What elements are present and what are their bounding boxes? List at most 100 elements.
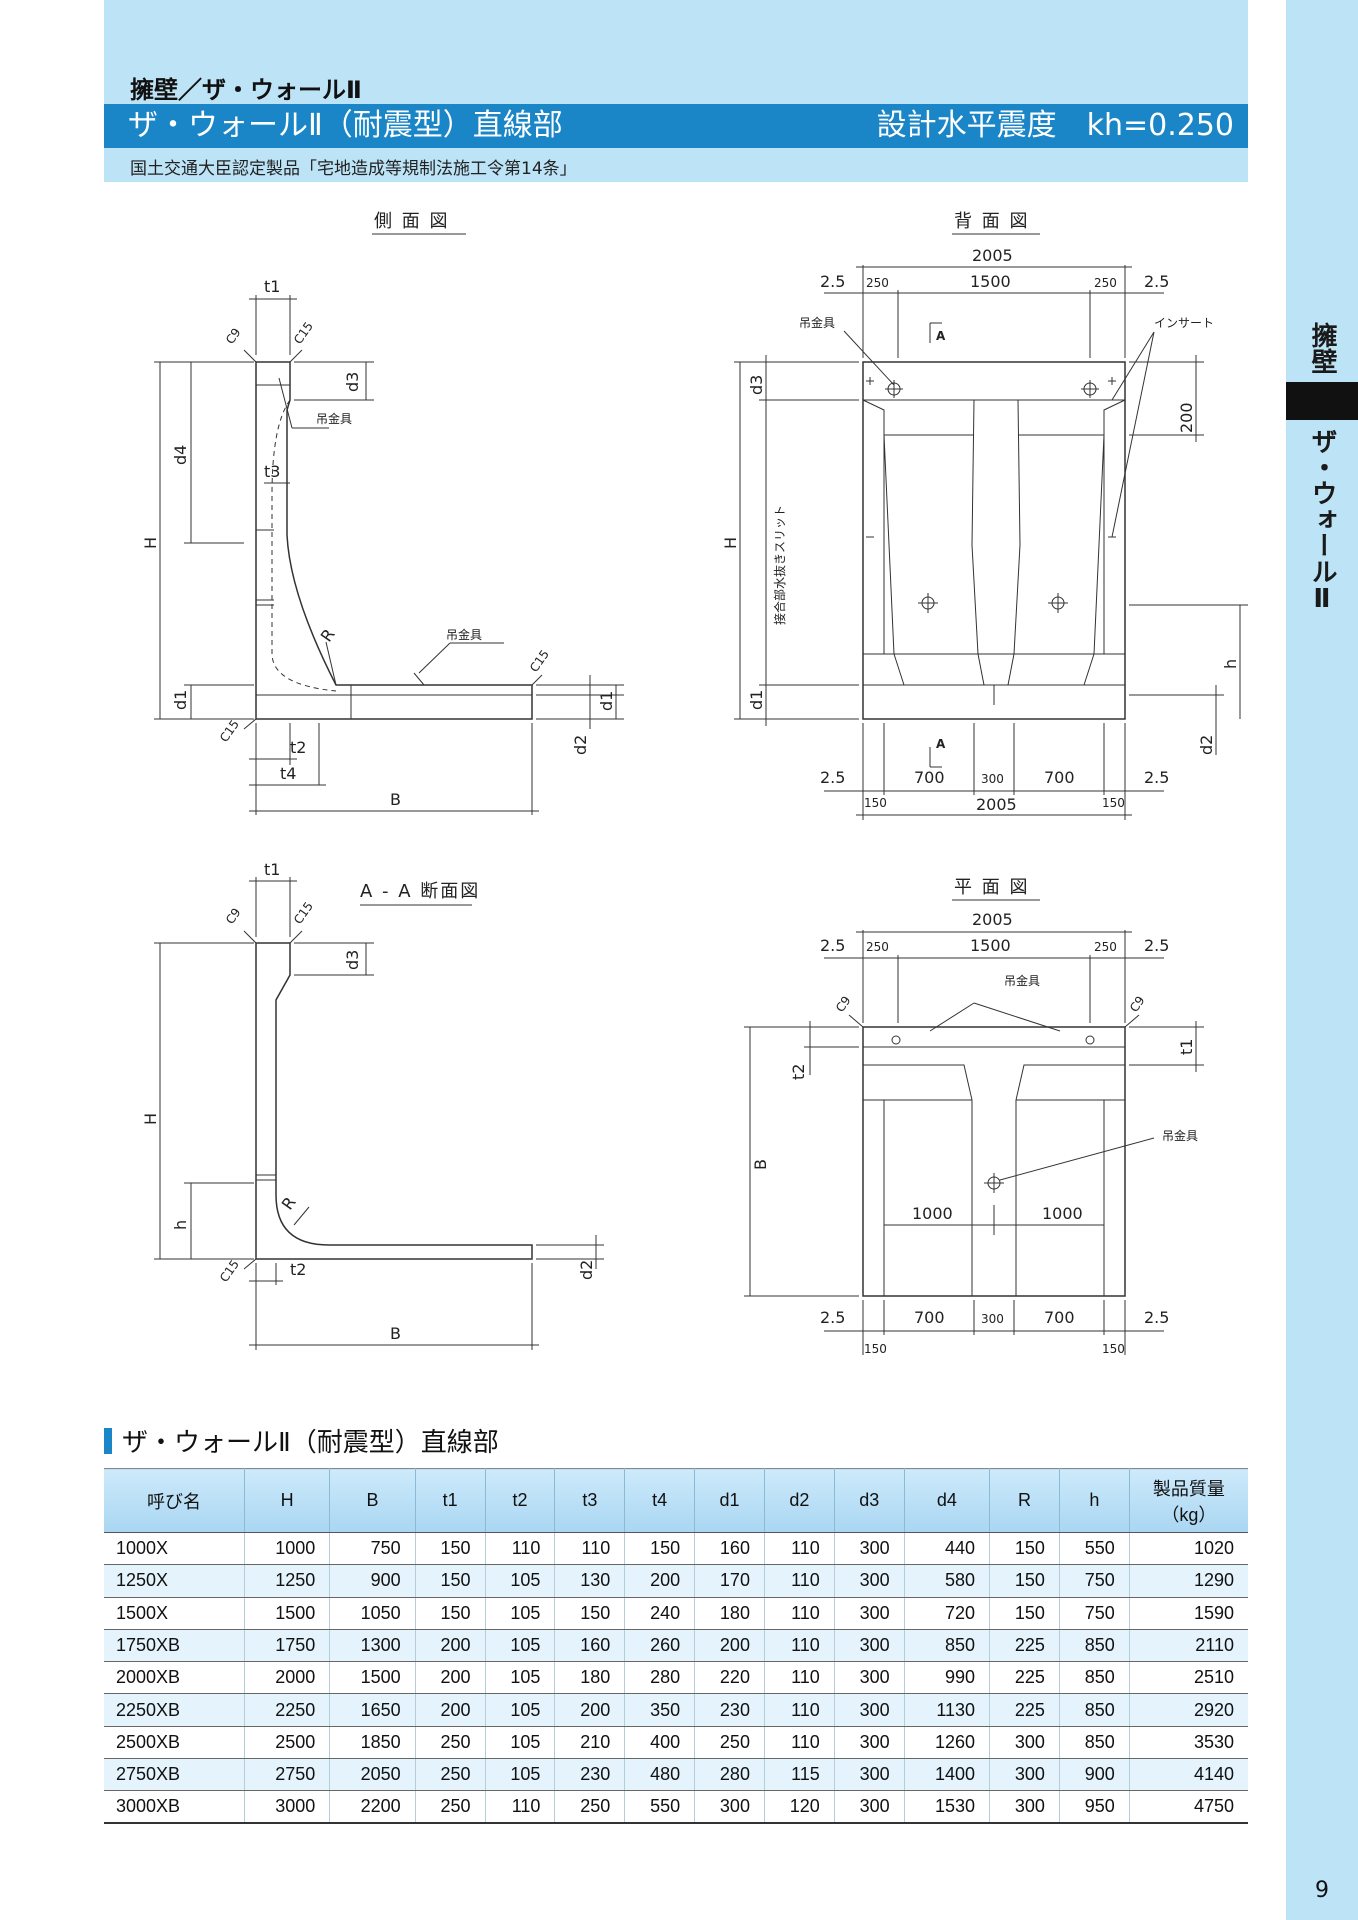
plan-view-b150-left: 150 [864, 1342, 887, 1356]
table-cell: 1500 [329, 1661, 416, 1695]
side-view-d1: d1 [171, 690, 190, 710]
table-cell: 300 [694, 1790, 765, 1825]
back-view-b150-left: 150 [864, 796, 887, 810]
table-cell: 2050 [329, 1758, 416, 1792]
side-tab-product: ザ・ウォールⅡ [1307, 428, 1337, 614]
col-header-mass: 製品質量（kg） [1129, 1468, 1248, 1533]
page-header: 擁壁／ザ・ウォールⅡ ザ・ウォールⅡ（耐震型）直線部 設計水平震度 kh=0.2… [104, 0, 1248, 182]
table-cell: 120 [764, 1790, 835, 1825]
plan-view-w1500: 1500 [970, 936, 1011, 955]
table-cell: 950 [1059, 1790, 1130, 1825]
section-view-h: h [171, 1220, 190, 1230]
table-cell: 3000 [244, 1790, 331, 1825]
table-cell: 3530 [1129, 1726, 1248, 1760]
plan-view-hook: 吊金具 [1004, 973, 1040, 988]
plan-view-t2: t2 [789, 1064, 808, 1080]
table-cell: 150 [415, 1532, 486, 1566]
table-cell: 110 [764, 1597, 835, 1630]
table-cell: 480 [624, 1758, 696, 1792]
side-view-c15c: C15 [217, 717, 242, 744]
side-view-c15b: C15 [527, 647, 552, 674]
table-cell: 1050 [329, 1597, 416, 1630]
table-cell: 900 [1059, 1758, 1130, 1792]
table-cell: 300 [834, 1726, 905, 1760]
col-header-t3: t3 [554, 1468, 626, 1533]
section-view-c9: C9 [223, 906, 244, 927]
back-view-b2005: 2005 [976, 795, 1017, 814]
side-view-R: R [317, 625, 339, 645]
plan-view-m1000-left: 1000 [912, 1204, 953, 1223]
col-header-mass-label: 製品質量 [1152, 1478, 1225, 1499]
plan-view-b150-right: 150 [1102, 1342, 1125, 1356]
table-cell: 2500 [244, 1726, 331, 1760]
table-cell: 1250X [104, 1564, 245, 1598]
table-cell: 1500X [104, 1597, 245, 1630]
table-cell: 2250 [244, 1693, 331, 1727]
table-cell: 105 [485, 1758, 556, 1792]
section-view-c15b: C15 [217, 1257, 242, 1284]
back-view-d1: d1 [747, 690, 766, 710]
side-view-H: H [141, 537, 160, 549]
table-cell: 200 [415, 1693, 486, 1727]
table-cell: 2500XB [104, 1726, 245, 1760]
side-view-hook: 吊金具 [316, 411, 352, 426]
back-view-b700-right: 700 [1044, 768, 1075, 787]
table-cell: 150 [624, 1532, 696, 1566]
side-view-d3: d3 [343, 372, 362, 392]
table-cell: 260 [624, 1629, 696, 1663]
technical-drawings: 側 面 図 t1 C9 C15 d3 吊金具 d4 t3 H d1 R 吊金具 … [104, 195, 1248, 1370]
side-view-title: 側 面 図 [374, 211, 449, 232]
table-cell: 550 [624, 1790, 696, 1825]
table-cell: 2110 [1129, 1629, 1248, 1663]
table-cell: 200 [624, 1564, 696, 1598]
side-view-t4: t4 [280, 764, 296, 783]
section-view-t1: t1 [264, 860, 280, 879]
back-view-b25-left: 2.5 [820, 768, 845, 787]
table-cell: 300 [834, 1564, 905, 1598]
category-label: 擁壁／ザ・ウォールⅡ [130, 76, 362, 104]
plan-view-w25-left: 2.5 [820, 936, 845, 955]
side-tab-marker [1286, 382, 1358, 420]
table-cell: 110 [554, 1532, 626, 1566]
table-header-row: 呼び名 H B t1 t2 t3 t4 d1 d2 d3 d4 R h 製品質量… [104, 1468, 1248, 1533]
back-view-width-total: 2005 [972, 246, 1013, 265]
drawing-canvas: 側 面 図 t1 C9 C15 d3 吊金具 d4 t3 H d1 R 吊金具 … [141, 211, 1248, 1356]
table-cell: 110 [764, 1693, 835, 1727]
table-cell: 110 [485, 1532, 556, 1566]
table-cell: 180 [554, 1661, 626, 1695]
table-cell: 250 [415, 1758, 486, 1792]
table-cell: 850 [1059, 1726, 1130, 1760]
side-view-B: B [390, 790, 401, 809]
table-cell: 2750XB [104, 1758, 245, 1792]
plan-view-b700-right: 700 [1044, 1308, 1075, 1327]
back-view-w1500: 1500 [970, 272, 1011, 291]
side-view-c9: C9 [223, 326, 244, 347]
table-cell: 850 [904, 1629, 991, 1663]
plan-view-m1000-right: 1000 [1042, 1204, 1083, 1223]
table-cell: 105 [485, 1564, 556, 1598]
table-cell: 240 [624, 1597, 696, 1630]
col-header-R: R [989, 1468, 1060, 1533]
table-cell: 1750XB [104, 1629, 245, 1663]
table-cell: 300 [989, 1790, 1060, 1825]
plan-view-b25-left: 2.5 [820, 1308, 845, 1327]
back-view-insert: インサート [1154, 316, 1214, 330]
table-cell: 4750 [1129, 1790, 1248, 1825]
design-seismic-coefficient: 設計水平震度 kh=0.250 [876, 108, 1234, 143]
side-view-hook2: 吊金具 [446, 627, 482, 642]
col-header-h: h [1059, 1468, 1130, 1533]
plan-view-title: 平 面 図 [954, 877, 1029, 898]
plan-view-width-total: 2005 [972, 910, 1013, 929]
table-cell: 750 [1059, 1564, 1130, 1598]
side-view [154, 233, 624, 815]
table-cell: 1850 [329, 1726, 416, 1760]
section-view [154, 877, 604, 1350]
side-index-tab: 擁壁 ザ・ウォールⅡ 9 [1286, 0, 1358, 1920]
table-cell: 150 [415, 1597, 486, 1630]
table-cell: 1020 [1129, 1532, 1248, 1566]
table-section-title: ザ・ウォールⅡ（耐震型）直線部 [104, 1428, 499, 1458]
